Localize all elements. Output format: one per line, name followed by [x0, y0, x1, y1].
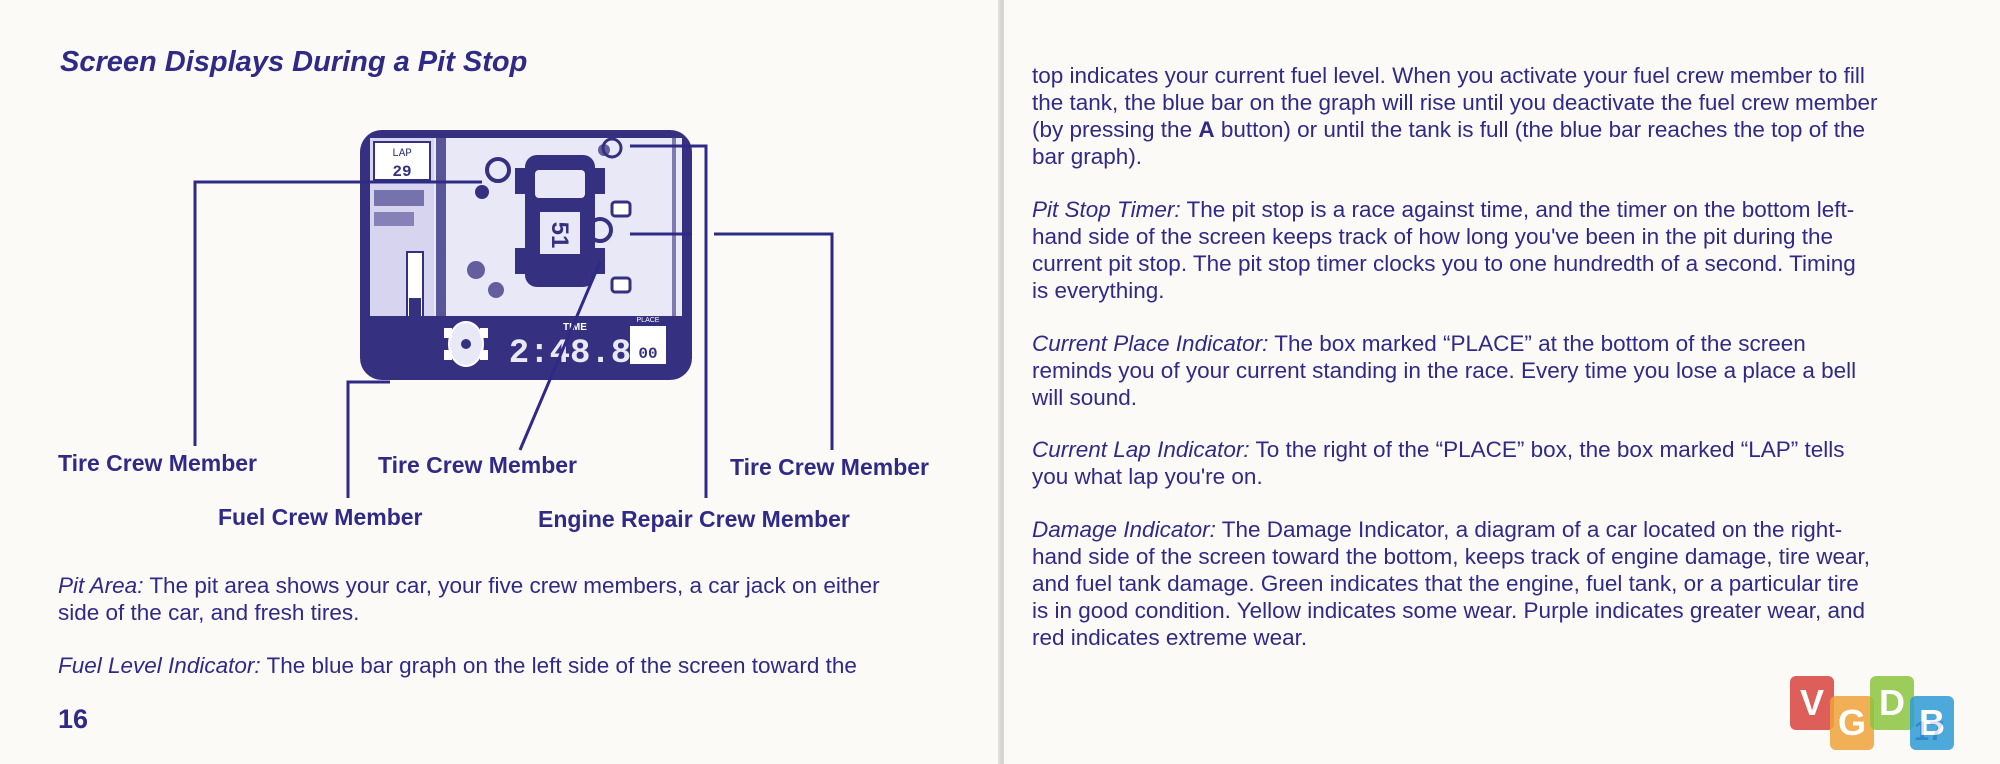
left-page: Screen Displays During a Pit Stop LAP 29…: [58, 46, 929, 734]
label-engine-crew: Engine Repair Crew Member: [538, 506, 850, 532]
page-number-left: 16: [58, 704, 89, 734]
leader-line: [518, 261, 602, 451]
pit-area-paragraph: Pit Area: The pit area shows your car, y…: [58, 573, 880, 625]
race-car: 51: [515, 155, 605, 287]
leader-line: [714, 232, 834, 450]
watermark-letter: D: [1870, 676, 1914, 730]
tire: [610, 200, 632, 218]
leader-line: [193, 180, 482, 446]
lap-indicator-paragraph: Current Lap Indicator: To the right of t…: [1032, 437, 1845, 489]
lap-value: 29: [392, 163, 411, 181]
tire: [485, 157, 511, 183]
paragraph-lead: Damage Indicator:: [1032, 517, 1216, 542]
label-fuel-crew: Fuel Crew Member: [218, 504, 423, 530]
paragraph-lead: Pit Area:: [58, 573, 144, 598]
label-tire-crew-middle: Tire Crew Member: [378, 452, 577, 478]
tire: [610, 276, 632, 294]
place-value: 00: [638, 345, 657, 363]
leader-line: [346, 380, 390, 498]
paragraph-lead: Fuel Level Indicator:: [58, 653, 261, 678]
timer-value: 2:48.8: [509, 335, 631, 373]
watermark-letter: V: [1790, 676, 1834, 730]
crew-member: [488, 282, 504, 298]
pit-stop-screen-diagram: LAP 29 51: [193, 130, 834, 498]
crew-member: [598, 144, 610, 156]
vgdb-watermark: V G D B: [1790, 676, 1990, 756]
timer-label: TIME: [563, 322, 587, 333]
damage-indicator-paragraph: Damage Indicator: The Damage Indicator, …: [1032, 517, 1870, 650]
label-tire-crew-left: Tire Crew Member: [58, 450, 257, 476]
pit-stop-timer-paragraph: Pit Stop Timer: The pit stop is a race a…: [1032, 197, 1856, 303]
page-heading: Screen Displays During a Pit Stop: [60, 46, 528, 78]
tire: [475, 185, 489, 199]
car-number: 51: [546, 222, 573, 249]
paragraph-lead: Current Lap Indicator:: [1032, 437, 1250, 462]
fuel-level-continued: top indicates your current fuel level. W…: [1032, 63, 1878, 169]
paragraph-lead: Pit Stop Timer:: [1032, 197, 1181, 222]
lap-label: LAP: [392, 148, 412, 160]
damage-indicator: [444, 321, 488, 367]
label-tire-crew-right: Tire Crew Member: [730, 454, 929, 480]
watermark-letter: G: [1830, 696, 1874, 750]
crew-member: [467, 261, 485, 279]
fuel-level-paragraph: Fuel Level Indicator: The blue bar graph…: [58, 653, 857, 678]
watermark-letter: B: [1910, 696, 1954, 750]
place-label: PLACE: [637, 317, 660, 324]
paragraph-lead: Current Place Indicator:: [1032, 331, 1269, 356]
leader-line: [630, 144, 708, 498]
book-gutter: [998, 0, 1006, 764]
place-indicator-paragraph: Current Place Indicator: The box marked …: [1032, 331, 1857, 410]
right-page: top indicates your current fuel level. W…: [1004, 0, 2000, 764]
